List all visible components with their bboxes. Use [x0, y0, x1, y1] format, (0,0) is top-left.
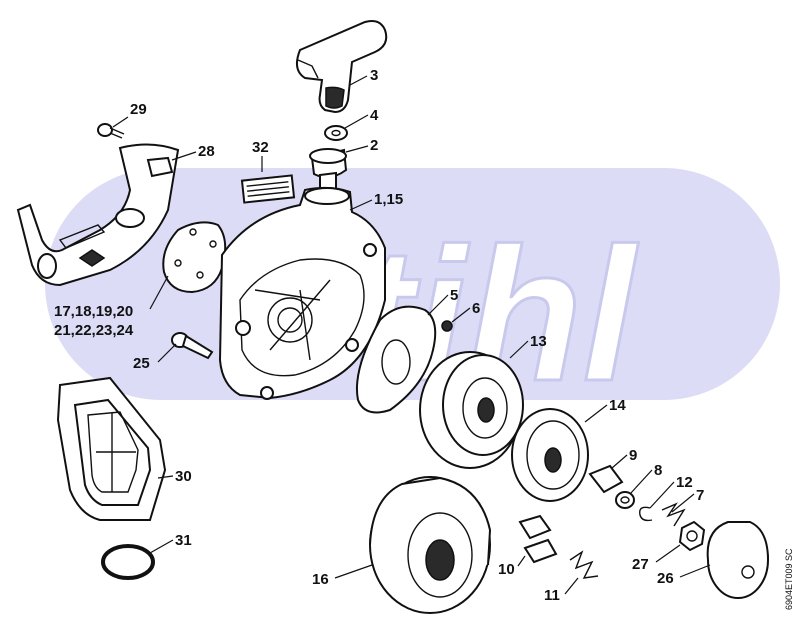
- callout-21-24: 21,22,23,24: [54, 322, 134, 339]
- side-cover: [16, 143, 180, 287]
- callout-6: 6: [472, 300, 480, 317]
- rewind-spring: [511, 408, 589, 502]
- callout-16: 16: [312, 571, 329, 588]
- callout-9: 9: [629, 447, 637, 464]
- gasket-plate: [162, 221, 227, 294]
- label-plate: [240, 174, 296, 204]
- rope-rotor: [419, 351, 524, 469]
- e-clip: [639, 506, 653, 522]
- callout-30: 30: [175, 468, 192, 485]
- screw-29: [97, 123, 125, 139]
- callout-17-20: 17,18,19,20: [54, 303, 133, 320]
- callout-8: 8: [654, 462, 662, 479]
- pawl-pieces: [518, 514, 558, 564]
- fan-housing: [218, 186, 386, 400]
- callout-13: 13: [530, 333, 547, 350]
- callout-29: 29: [130, 101, 147, 118]
- screw-25: [171, 332, 214, 360]
- callout-12: 12: [676, 474, 693, 491]
- callout-31: 31: [175, 532, 192, 549]
- callout-3: 3: [370, 67, 378, 84]
- callout-2: 2: [370, 137, 378, 154]
- screw-6: [441, 320, 453, 332]
- callout-25: 25: [133, 355, 150, 372]
- callout-4: 4: [370, 107, 379, 124]
- callout-10: 10: [498, 561, 515, 578]
- callout-27: 27: [632, 556, 649, 573]
- callout-14: 14: [609, 397, 626, 414]
- rope-clip: [324, 125, 348, 141]
- callout-labels: 29 28 32 3 4 2 1,15 17,18,19,20 21,22,23…: [54, 67, 704, 604]
- spring-11: [569, 550, 599, 579]
- callout-7: 7: [696, 487, 704, 504]
- pawl: [588, 464, 624, 494]
- nut: [678, 520, 706, 552]
- callout-32: 32: [252, 139, 269, 156]
- callout-5: 5: [450, 287, 458, 304]
- washer-disc: [355, 305, 437, 414]
- spring-clip: [661, 502, 686, 527]
- washer-8: [615, 491, 635, 509]
- callout-26: 26: [657, 570, 674, 587]
- callout-1-15: 1,15: [374, 191, 403, 208]
- callout-11: 11: [544, 587, 560, 604]
- leader-lines: [112, 75, 711, 595]
- starter-grip: [295, 20, 388, 114]
- callout-28: 28: [198, 143, 215, 160]
- doc-code: 6904ET009 SC: [784, 548, 794, 610]
- air-filter: [56, 376, 167, 521]
- pulley-drum: [369, 476, 492, 614]
- drum-cover: [706, 521, 769, 599]
- o-ring: [101, 544, 155, 580]
